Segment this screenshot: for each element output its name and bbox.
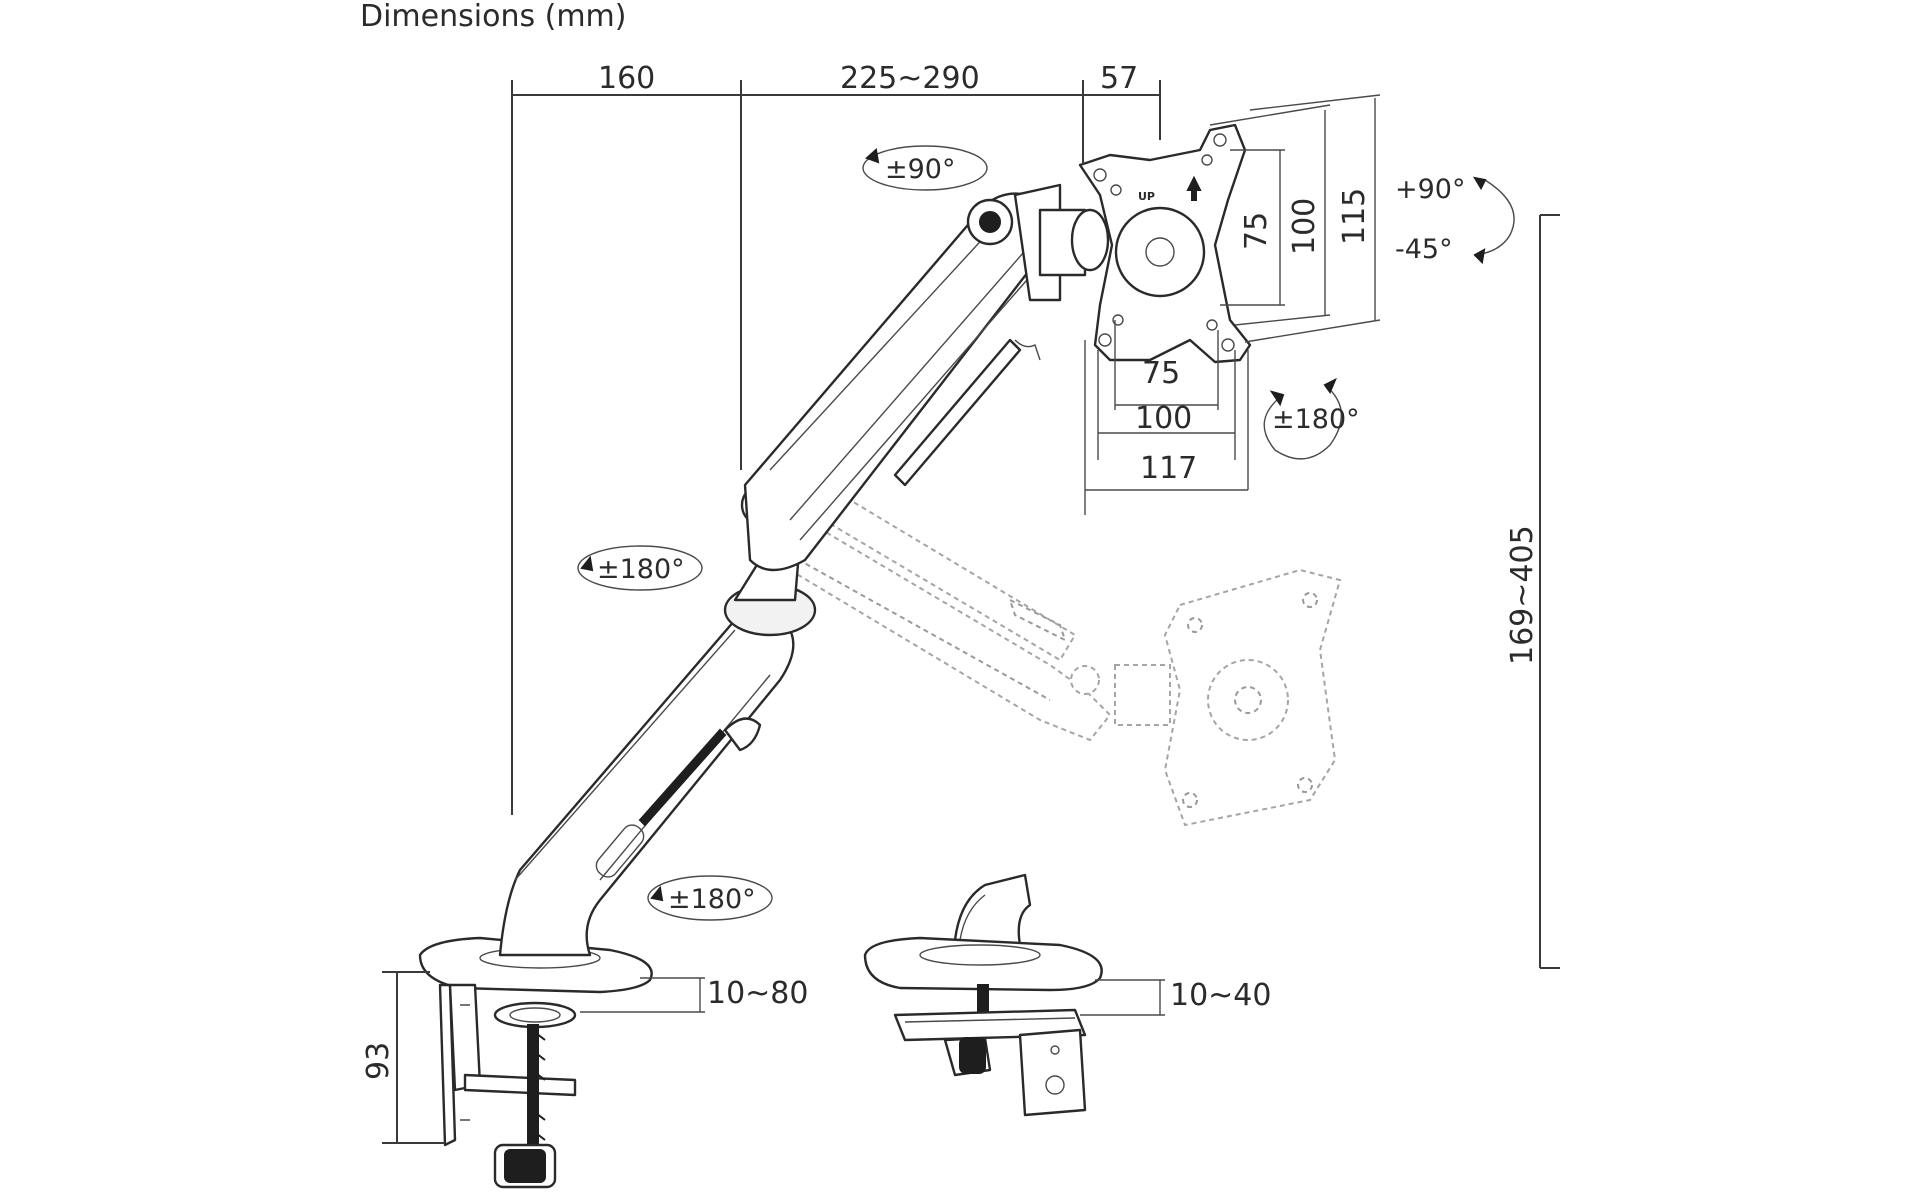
dim-grommet-range: 10~40 [1170,978,1271,1013]
ghost-arm-lowered-position [778,468,1342,827]
dim-vesa-h-100: 100 [1135,401,1192,436]
rotation-labels: ±90° ±180° ±180° ±180° +90° -45° [597,154,1465,915]
dim-plate-117: 117 [1140,451,1197,486]
rotation-tilt-down: -45° [1395,234,1453,265]
dim-clamp-range: 10~80 [707,976,808,1011]
vesa-center-disc [1114,206,1206,298]
up-arrow-icon [1186,175,1202,201]
dim-clamp-93: 93 [361,1042,396,1080]
dim-height-range: 169~405 [1505,525,1540,665]
rotation-tilt-up: +90° [1395,174,1465,205]
dim-225-290: 225~290 [840,61,980,96]
vesa-plate: UP [1078,123,1252,364]
dimension-lines [382,80,1560,1144]
dim-vesa-v-75: 75 [1239,212,1274,250]
plate-up-marking: UP [1138,190,1155,203]
dim-160: 160 [598,61,655,96]
clamp-pad [493,1001,577,1029]
rotation-upper-arm: ±90° [885,154,955,185]
grommet-mount [863,873,1103,1117]
rotation-base: ±180° [668,884,756,915]
rotation-plate: ±180° [1272,404,1360,435]
rotation-elbow: ±180° [597,554,685,585]
grommet-base-plate [863,936,1103,992]
dim-vesa-v-100: 100 [1287,198,1322,255]
dim-vesa-h-75: 75 [1142,356,1180,391]
diagram-title: Dimensions (mm) [360,0,626,34]
dim-57: 57 [1100,61,1138,96]
monitor-arm [418,183,1110,994]
dim-plate-115: 115 [1337,188,1372,245]
rotation-indicators [577,145,1515,921]
dimension-labels: 160 225~290 57 75 100 115 75 100 117 169… [361,61,1540,1080]
upper-arm [743,192,1047,572]
desk-clamp [438,983,577,1189]
